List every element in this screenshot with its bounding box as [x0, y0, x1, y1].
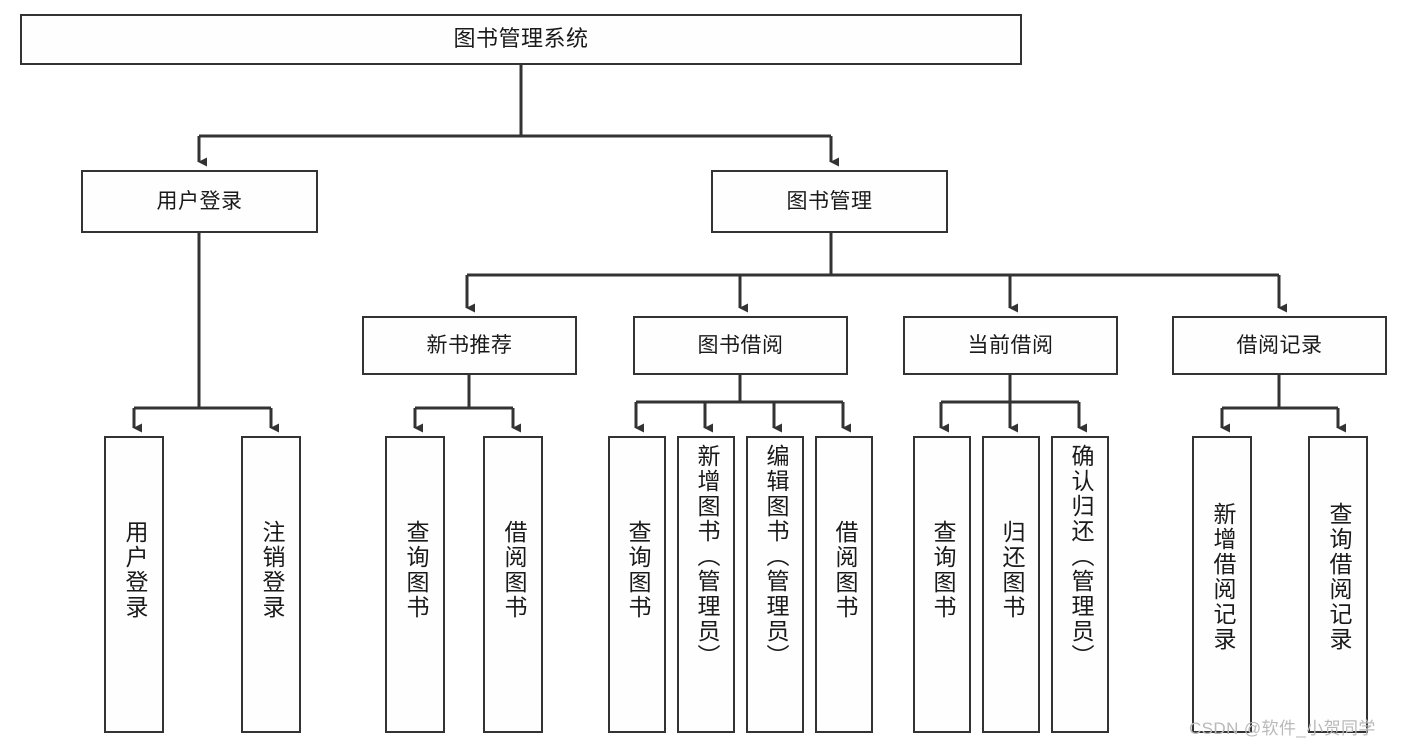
leaf-user-login-label: 用户登录	[121, 520, 148, 620]
leaf-query-book-1[interactable]: 查询图书	[385, 436, 445, 733]
leaf-query-book-2[interactable]: 查询图书	[608, 436, 666, 733]
leaf-borrow-book-1[interactable]: 借阅图书	[483, 436, 543, 733]
node-root[interactable]: 图书管理系统	[20, 14, 1022, 65]
leaf-confirm-return[interactable]: 确认归还（管理员）	[1051, 436, 1109, 733]
node-new-book-rec-label: 新书推荐	[426, 333, 513, 357]
leaf-borrow-book-2[interactable]: 借阅图书	[815, 436, 873, 733]
node-book-borrow[interactable]: 图书借阅	[633, 316, 848, 375]
leaf-user-logout[interactable]: 注销登录	[241, 436, 301, 733]
leaf-return-book[interactable]: 归还图书	[982, 436, 1040, 733]
node-book-manage[interactable]: 图书管理	[711, 170, 948, 233]
leaf-add-record-label: 新增借阅记录	[1209, 502, 1236, 652]
leaf-query-record-label: 查询借阅记录	[1325, 502, 1352, 652]
node-root-label: 图书管理系统	[453, 26, 589, 52]
leaf-query-record[interactable]: 查询借阅记录	[1308, 436, 1368, 733]
leaf-query-book-3-label: 查询图书	[929, 520, 956, 620]
node-book-manage-label: 图书管理	[786, 189, 873, 213]
leaf-edit-book[interactable]: 编辑图书（管理员）	[746, 436, 804, 733]
node-current-borrow-label: 当前借阅	[967, 333, 1054, 357]
node-user-login[interactable]: 用户登录	[81, 170, 318, 233]
leaf-confirm-return-label: 确认归还（管理员）	[1067, 444, 1094, 669]
leaf-return-book-label: 归还图书	[998, 520, 1025, 620]
leaf-borrow-book-2-label: 借阅图书	[831, 520, 858, 620]
node-current-borrow[interactable]: 当前借阅	[903, 316, 1118, 375]
leaf-query-book-3[interactable]: 查询图书	[913, 436, 971, 733]
node-borrow-record-label: 借阅记录	[1236, 333, 1323, 357]
leaf-user-logout-label: 注销登录	[258, 520, 285, 620]
node-new-book-rec[interactable]: 新书推荐	[362, 316, 577, 375]
leaf-edit-book-label: 编辑图书（管理员）	[762, 444, 789, 669]
node-borrow-record[interactable]: 借阅记录	[1172, 316, 1387, 375]
leaf-add-book[interactable]: 新增图书（管理员）	[677, 436, 735, 733]
leaf-user-login[interactable]: 用户登录	[104, 436, 164, 733]
leaf-borrow-book-1-label: 借阅图书	[500, 520, 527, 620]
leaf-add-book-label: 新增图书（管理员）	[693, 444, 720, 669]
leaf-add-record[interactable]: 新增借阅记录	[1192, 436, 1252, 733]
leaf-query-book-1-label: 查询图书	[402, 520, 429, 620]
node-book-borrow-label: 图书借阅	[697, 333, 784, 357]
node-user-login-label: 用户登录	[156, 189, 243, 213]
csdn-watermark: CSDN @软件_小贺同学	[1189, 719, 1376, 738]
leaf-query-book-2-label: 查询图书	[624, 520, 651, 620]
